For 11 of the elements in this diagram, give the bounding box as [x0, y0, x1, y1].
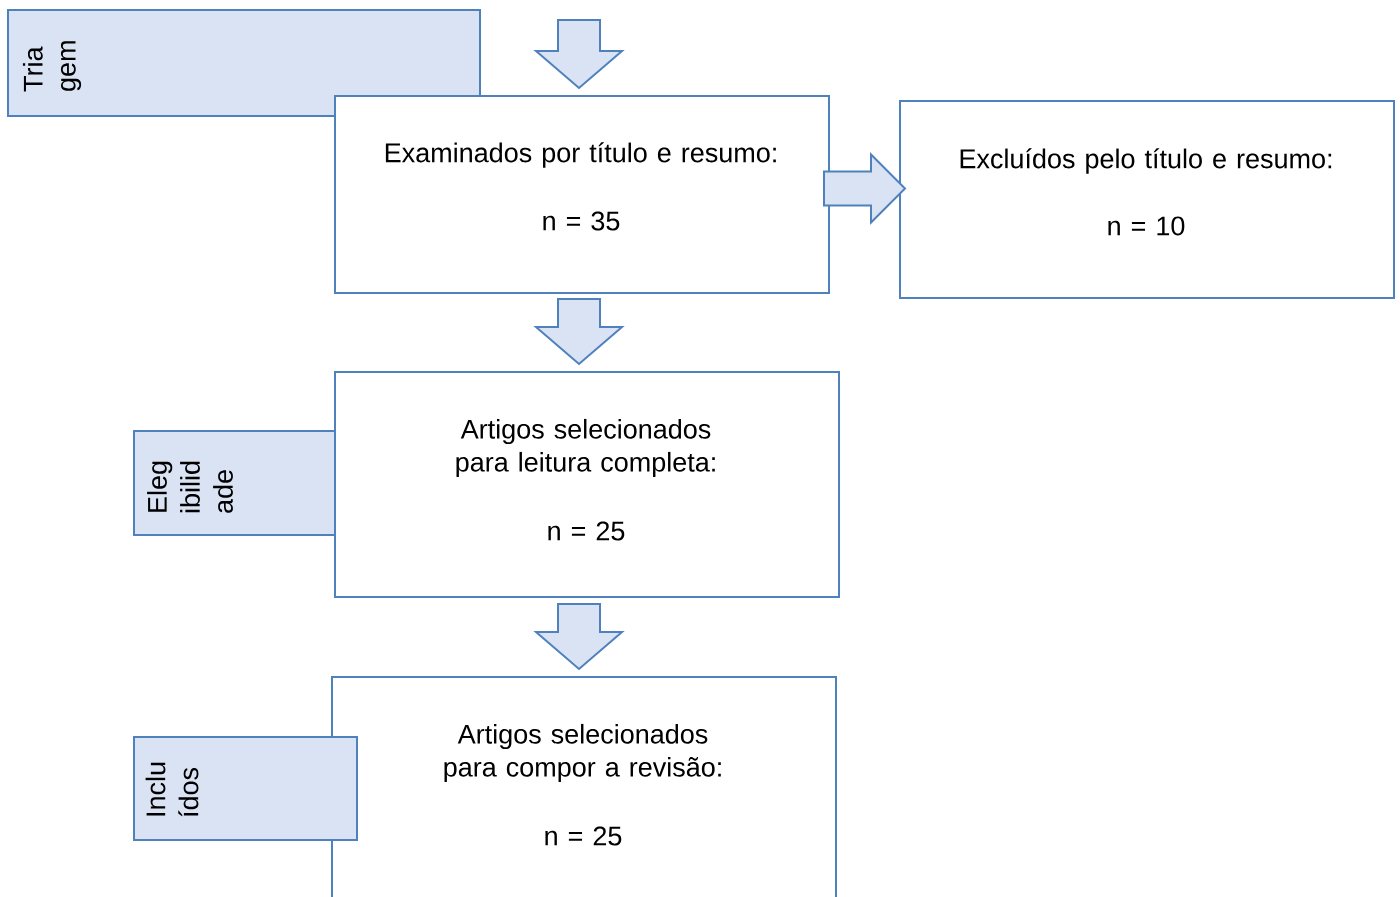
block-arrow — [533, 298, 625, 366]
process-box: Excluídos pelo título e resumo: n = 10 — [899, 100, 1395, 299]
block-arrow — [823, 152, 907, 225]
block-arrow — [533, 603, 625, 671]
stage-label: Inclu ídos — [133, 736, 358, 841]
process-box: Examinados por título e resumo: n = 35 — [334, 95, 830, 294]
stage-label: Eleg ibilid ade — [133, 430, 336, 536]
block-arrow — [533, 19, 625, 90]
stage-label: Tria gem — [7, 9, 481, 117]
process-box: Artigos selecionados para leitura completa: n = 25 — [334, 371, 840, 598]
process-box: Artigos selecionados para compor a revisão: n = 25 — [331, 676, 837, 897]
